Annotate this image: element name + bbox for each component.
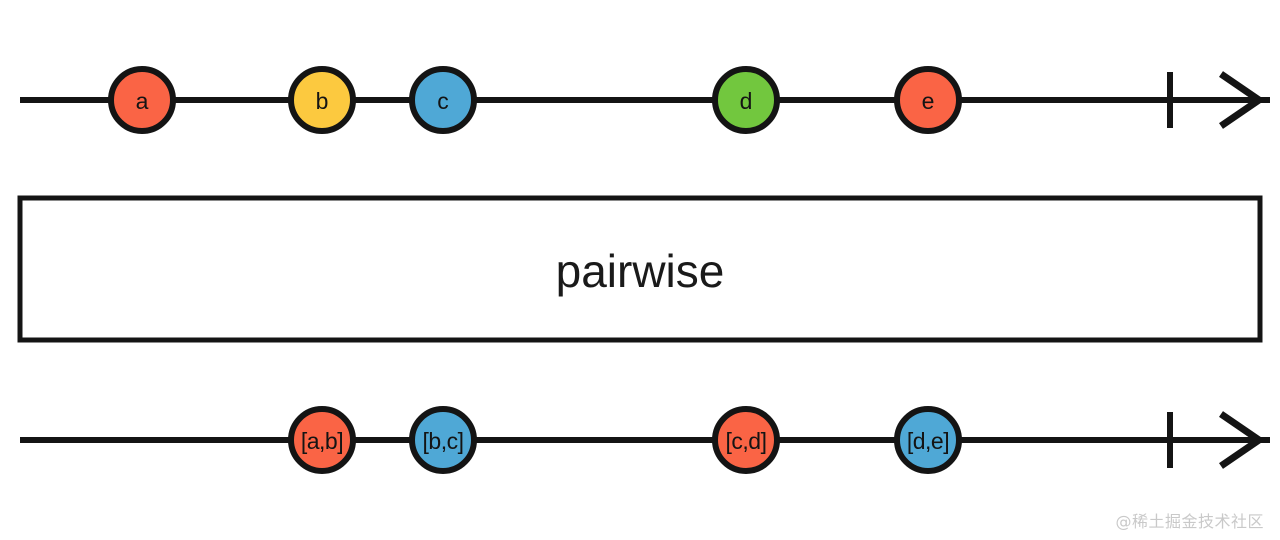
marble-pair-ab-label: [a,b] [301, 428, 343, 454]
watermark-label: @稀土掘金技术社区 [1115, 512, 1264, 531]
marble-pair-cd-circle [712, 406, 780, 474]
marble-b-circle [288, 66, 356, 134]
result-timeline: [a,b] [b,c] [c,d] [d,e] [20, 406, 1270, 474]
result-arrow-head-icon [1219, 411, 1266, 469]
marble-c[interactable]: c [409, 66, 477, 134]
marble-c-label: c [437, 88, 449, 114]
marble-pair-bc[interactable]: [b,c] [409, 406, 477, 474]
marble-b[interactable]: b [288, 66, 356, 134]
marble-e-circle [894, 66, 962, 134]
marble-pair-de-circle [894, 406, 962, 474]
operator-box-rect [17, 195, 1263, 343]
marble-c-circle [409, 66, 477, 134]
marble-pair-ab[interactable]: [a,b] [288, 406, 356, 474]
marble-pair-cd[interactable]: [c,d] [712, 406, 780, 474]
marble-e[interactable]: e [894, 66, 962, 134]
marble-pair-bc-circle [409, 406, 477, 474]
marble-pair-cd-label: [c,d] [726, 428, 767, 454]
marble-pair-de-label: [d,e] [907, 428, 949, 454]
marble-pair-bc-label: [b,c] [423, 428, 464, 454]
marble-d-label: d [740, 88, 753, 114]
marble-pair-ab-circle [288, 406, 356, 474]
source-arrow-head-icon [1219, 71, 1266, 129]
marble-b-label: b [316, 88, 329, 114]
marble-a-label: a [136, 88, 149, 114]
marble-d-circle [712, 66, 780, 134]
marble-a[interactable]: a [108, 66, 176, 134]
marble-d[interactable]: d [712, 66, 780, 134]
operator-box[interactable]: pairwise [17, 195, 1263, 343]
marble-pair-de[interactable]: [d,e] [894, 406, 962, 474]
operator-box-label: pairwise [556, 245, 725, 297]
marble-e-label: e [922, 88, 935, 114]
source-timeline: a b c d e [20, 66, 1270, 134]
marble-a-circle [108, 66, 176, 134]
